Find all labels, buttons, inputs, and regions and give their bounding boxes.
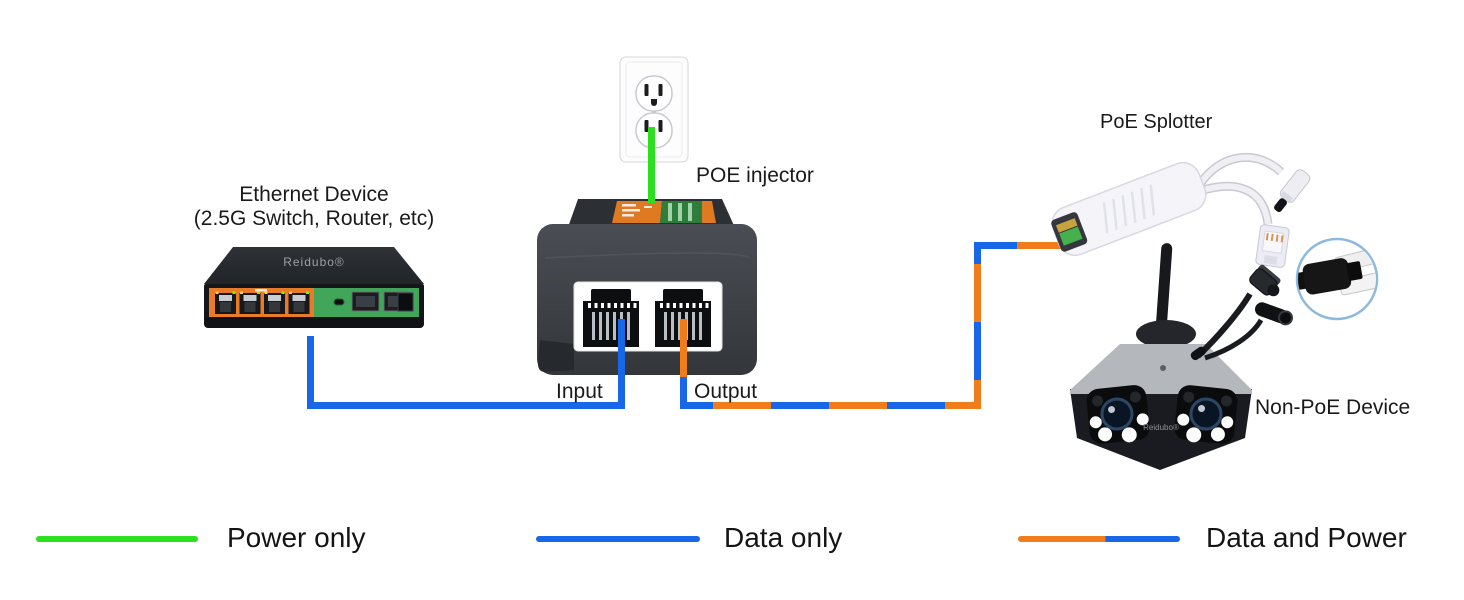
ethernet-device-label-line2: (2.5G Switch, Router, etc) <box>193 207 435 230</box>
camera-device <box>1070 243 1252 470</box>
camera-lens-right <box>1174 385 1238 444</box>
ethernet-device-label: Ethernet Device (2.5G Switch, Router, et… <box>163 183 465 231</box>
camera-pigtail-cables <box>1190 292 1264 361</box>
data-cable-blue <box>307 319 625 409</box>
non-poe-device-label: Non-PoE Device <box>1255 396 1411 419</box>
camera-mount <box>1136 320 1196 348</box>
poe-injector-label: POE injector <box>696 164 814 187</box>
legend-label-power-only: Power only <box>227 522 366 553</box>
rj45-port-input <box>583 289 639 347</box>
switch-top-face <box>204 247 424 284</box>
rj45-clear-connector <box>1255 224 1290 268</box>
splitter-cable-rj45 <box>1195 181 1273 225</box>
ethernet-switch-device <box>204 247 424 328</box>
switch-power-port <box>397 292 414 312</box>
dc-barrel-connector <box>1274 169 1311 213</box>
switch-reset-button <box>333 298 345 306</box>
poe-splitter-device <box>1051 161 1207 257</box>
data-power-cable <box>680 242 1062 409</box>
splitter-vents <box>1102 184 1156 234</box>
splitter-rj45-port <box>1051 212 1088 252</box>
legend-swatch-power-only <box>36 536 198 542</box>
legend-swatch-data-and-power <box>1018 536 1180 542</box>
output-port-label: Output <box>694 380 758 403</box>
dc-female-connector <box>1255 302 1293 326</box>
legend-swatch-data-only <box>536 536 700 542</box>
wall-outlet <box>619 56 689 163</box>
switch-base <box>204 318 424 328</box>
outlet-socket-top <box>635 75 673 112</box>
injector-foot <box>538 340 574 372</box>
injector-top-label-sticker <box>612 201 716 223</box>
magnifier-detail <box>1295 237 1379 321</box>
aviation-connector <box>1249 264 1281 297</box>
poe-injector-device <box>537 199 757 375</box>
camera-brand-logo: Reidubo® <box>1143 423 1179 432</box>
magnified-dc-plug <box>1298 258 1363 295</box>
ethernet-device-label-line1: Ethernet Device <box>239 183 389 206</box>
switch-rj45-ports <box>215 291 310 314</box>
power-cable-green <box>648 127 655 203</box>
splitter-cable-dc <box>1196 152 1285 187</box>
input-port-label: Input <box>556 380 603 403</box>
switch-brand-logo: Reidubo® <box>283 255 345 269</box>
poe-splitter-label: PoE Splotter <box>1100 111 1213 133</box>
legend-label-data-and-power: Data and Power <box>1206 522 1407 553</box>
legend-label-data-only: Data only <box>724 522 843 553</box>
camera-lens-left <box>1086 385 1150 444</box>
